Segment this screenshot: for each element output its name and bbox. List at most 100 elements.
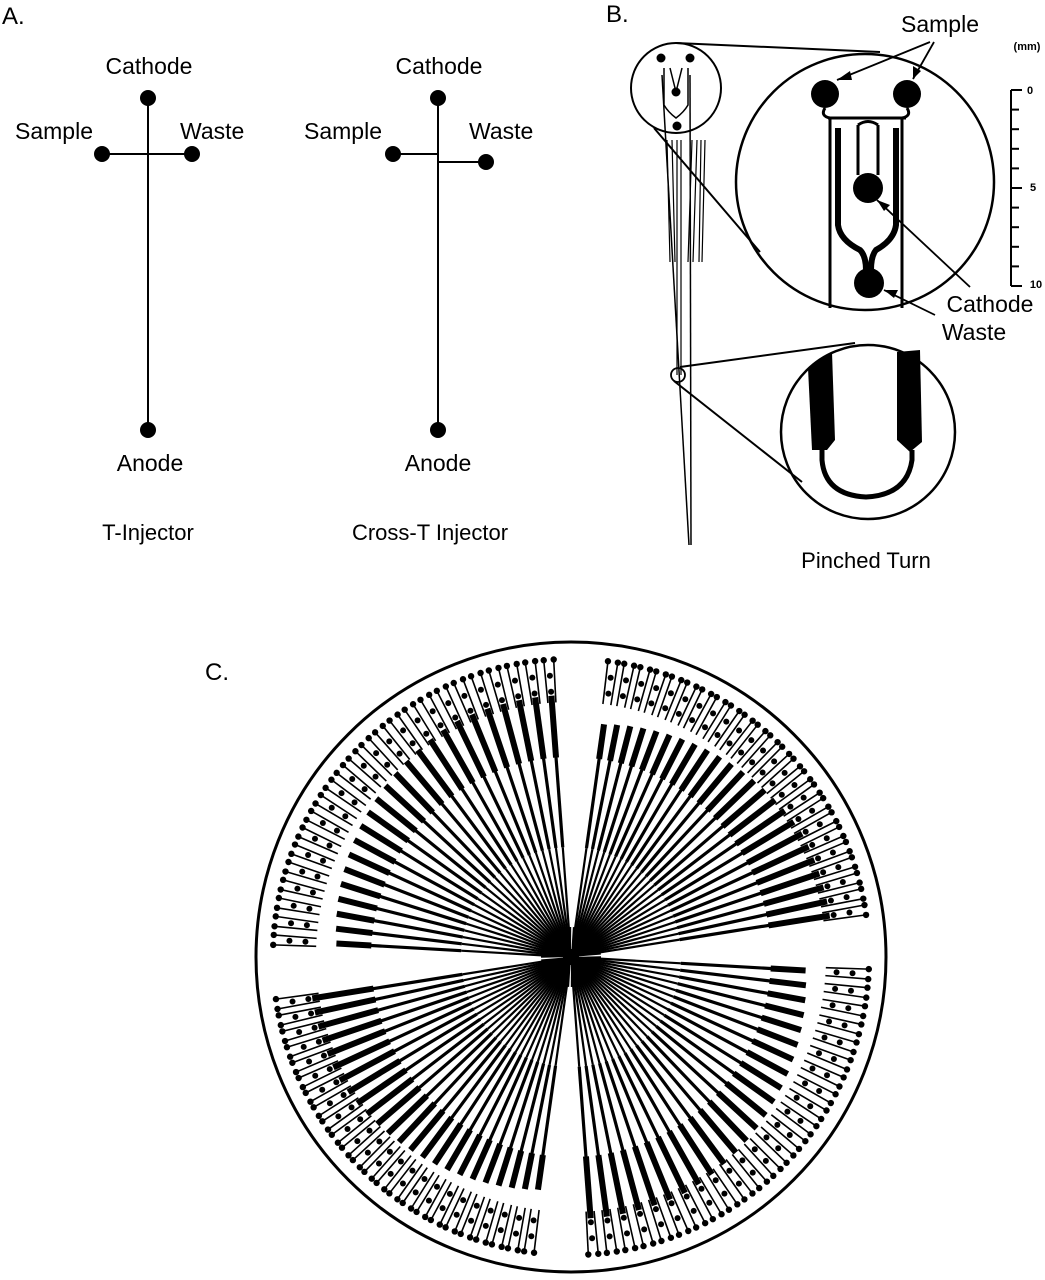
sample-reservoir-dot	[425, 691, 433, 699]
channel-unit	[590, 965, 847, 1090]
injector-arm	[321, 1097, 359, 1122]
channel-outer-bar	[751, 1038, 795, 1063]
injector-arm	[820, 897, 864, 908]
injector-arm	[415, 1174, 440, 1213]
channel-mid-spoke	[360, 978, 464, 1005]
injector-arm	[286, 1033, 329, 1048]
sample-reservoir-dot	[503, 662, 511, 670]
injector-arm	[662, 1194, 680, 1236]
sample-reservoir-dot	[352, 748, 359, 755]
channel-mid-spoke	[623, 1052, 678, 1146]
channel-mid-spoke	[386, 1012, 478, 1070]
sample-reservoir-dot	[520, 1248, 528, 1255]
channel-inner-spoke	[584, 871, 643, 941]
channel-inner-spoke	[479, 968, 554, 1021]
sample-reservoir-dot	[722, 698, 729, 706]
channel-outer-bar	[696, 762, 734, 806]
waste-reservoir-dot	[452, 714, 459, 721]
channel-outer-bar	[751, 843, 810, 876]
cathode-reservoir-dot	[690, 1207, 697, 1214]
sample-reservoir-dot	[668, 673, 676, 680]
anode-reservoir	[430, 422, 446, 438]
waste-reservoir-dot	[366, 1127, 373, 1134]
channel-mid-spoke	[664, 844, 756, 902]
cathode-reservoir-dot	[445, 700, 452, 707]
channel-unit	[522, 657, 570, 936]
channel-unit	[574, 978, 639, 1254]
panel-a: A. Cathode Sample Waste Anode T-Injector…	[2, 3, 533, 545]
channel-outer-bar	[408, 1108, 446, 1152]
channel-mid-spoke	[380, 1007, 475, 1060]
waste-reservoir-dot	[683, 1193, 690, 1200]
channel-mid-spoke	[356, 943, 462, 953]
sample-reservoir-dot	[334, 1139, 342, 1146]
channel-outer-bar	[765, 898, 828, 918]
channel-unit	[592, 901, 870, 955]
channel-inner-spoke	[579, 976, 620, 1057]
sample-reservoir-dot	[307, 1098, 314, 1105]
channel-inner-spoke	[522, 857, 563, 938]
sample-reservoir-dot	[718, 1211, 725, 1218]
channel-outer-bar	[607, 724, 621, 762]
wafer-channel-array	[270, 656, 872, 1258]
channel-mid-spoke	[655, 1025, 739, 1094]
sample-reservoir-dot	[622, 1246, 629, 1254]
quadrant-gap	[271, 957, 564, 982]
channel-mid-spoke	[644, 798, 719, 878]
channel-unit	[583, 974, 756, 1203]
channel-mid-spoke	[452, 775, 513, 866]
channel-outer-bar	[649, 733, 673, 776]
cathode-reservoir-dot	[735, 1180, 742, 1187]
injector-arm	[360, 744, 393, 776]
channel-mid-spoke	[677, 982, 780, 1011]
channel-unit	[582, 974, 741, 1213]
injector-arm	[273, 944, 317, 948]
channel-unit	[585, 972, 784, 1180]
wafer-hub	[541, 927, 601, 987]
arrowhead	[837, 71, 852, 80]
cathode-reservoir-dot	[386, 738, 393, 745]
sample-reservoir-dot	[725, 1206, 733, 1213]
sample-reservoir-dot	[274, 1005, 281, 1013]
sample-reservoir-dot	[271, 923, 278, 930]
sample-reservoir-dot	[417, 696, 424, 703]
sample-reservoir-dot	[860, 895, 867, 902]
channel-outer-bar	[727, 797, 777, 838]
cathode-reservoir-dot	[653, 685, 660, 692]
injector-arm	[800, 826, 840, 847]
waste-reservoir-dot	[738, 749, 745, 756]
callout-arrows: Sample Cathode Waste	[836, 11, 1033, 345]
channel-inner-spoke	[592, 958, 681, 972]
cathode-reservoir-dot	[781, 769, 788, 776]
injector-arm	[460, 1193, 478, 1235]
channel-inner-spoke	[592, 961, 678, 985]
sample-reservoir-dot	[371, 729, 379, 736]
channel-mid-spoke	[667, 1007, 761, 1061]
channel-unit	[588, 968, 820, 1138]
channel-outer-bar	[332, 1038, 391, 1071]
cathode-reservoir-dot	[824, 1072, 831, 1079]
channel-outer-bar	[359, 823, 403, 854]
pinched-u-turn	[819, 450, 915, 500]
channel-mid-spoke	[650, 1030, 731, 1105]
channel-outer-bar	[731, 1070, 776, 1105]
sample-reservoir-dot	[813, 1122, 820, 1130]
injector-arm	[396, 714, 424, 751]
channel-outer-bar	[336, 940, 372, 949]
channel-outer-bar	[508, 1149, 525, 1189]
anode-label: Anode	[117, 450, 184, 476]
scale-tick-label: 0	[1027, 85, 1033, 97]
channel-outer-bar	[720, 787, 767, 829]
channel-unit	[586, 971, 797, 1166]
injector-arm	[313, 1085, 352, 1109]
channel-mid-spoke	[584, 1065, 603, 1171]
injector-arm	[670, 1191, 689, 1232]
channel-unit	[587, 768, 814, 945]
sample-reservoir-dot	[802, 1137, 809, 1145]
channel-inner-spoke	[592, 959, 680, 979]
channel-inner-spoke	[592, 938, 680, 955]
channel-inner-spoke	[525, 976, 564, 1059]
channel-unit	[295, 965, 552, 1091]
waste-reservoir-dot	[306, 905, 313, 912]
injector-arm	[325, 787, 362, 813]
